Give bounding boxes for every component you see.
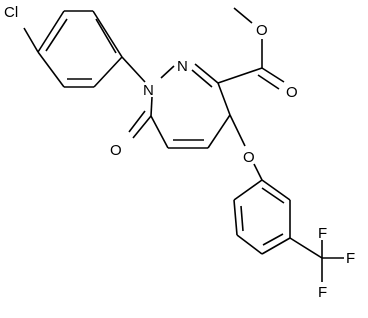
trifluoromethylphenyl-ring <box>233 179 291 255</box>
bond <box>217 82 231 116</box>
bond <box>160 65 175 79</box>
bond <box>253 163 263 181</box>
bond <box>45 18 68 52</box>
atom-f-top: F <box>318 225 327 242</box>
atom-f-bottom: F <box>318 284 327 301</box>
bond <box>261 187 285 204</box>
bond <box>217 67 263 84</box>
bond <box>194 63 219 84</box>
bond <box>93 56 123 88</box>
bond <box>128 110 146 133</box>
bond <box>37 10 65 53</box>
atom-n1: N <box>143 82 154 99</box>
bond <box>240 205 244 232</box>
bond <box>23 27 39 53</box>
bond <box>261 179 291 201</box>
bond <box>261 237 291 255</box>
bond <box>150 96 153 117</box>
bond <box>261 67 285 83</box>
atom-n2: N <box>177 58 188 75</box>
atom-f-right: F <box>346 250 355 267</box>
atom-cl: Cl <box>4 4 18 21</box>
bond <box>132 115 152 139</box>
bond <box>233 179 263 201</box>
atom-o-ester-double: O <box>286 84 298 101</box>
bond <box>257 74 280 90</box>
atom-o-ketone: O <box>110 142 122 159</box>
bond <box>92 10 123 58</box>
trifluoromethyl-group <box>289 237 344 282</box>
pyridazinone-ring <box>150 63 231 149</box>
bond <box>236 234 263 255</box>
chlorophenyl-ring <box>23 10 123 88</box>
bond <box>121 56 146 83</box>
bond <box>233 7 253 24</box>
bond <box>233 199 238 236</box>
atom-o-ester-single: O <box>256 22 268 39</box>
methyl-ester <box>217 7 285 90</box>
bond <box>289 237 323 259</box>
bond <box>95 18 117 54</box>
atom-o-ether: O <box>243 149 255 166</box>
bond <box>229 114 246 147</box>
bond <box>262 233 284 246</box>
bond <box>207 114 231 149</box>
bond <box>37 51 65 88</box>
bond <box>150 115 169 149</box>
bond <box>191 69 213 88</box>
